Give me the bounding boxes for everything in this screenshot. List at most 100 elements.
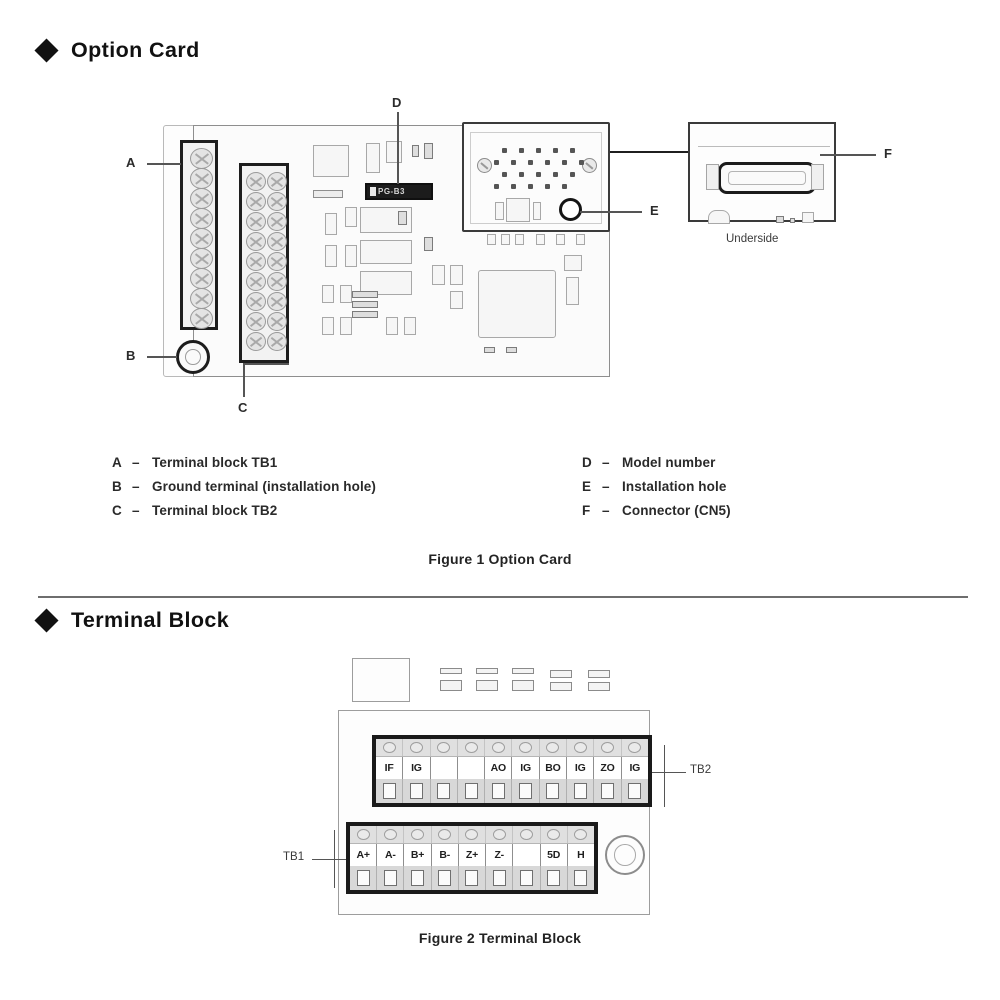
pcb-component xyxy=(340,317,352,335)
tb1-socket xyxy=(513,866,541,890)
pcb-component xyxy=(432,265,445,285)
leader-line-f-bus xyxy=(610,151,688,154)
pcb-component xyxy=(536,234,545,245)
legend-text: Installation hole xyxy=(622,479,727,494)
pcb-component xyxy=(360,240,412,264)
cn5-tab-left-icon xyxy=(706,164,719,190)
pcb-component xyxy=(404,317,416,335)
tb2-screw xyxy=(622,739,648,756)
pcb-component xyxy=(412,145,419,157)
enclosure-pad xyxy=(588,682,610,691)
tb1-terminal-label: H xyxy=(567,844,594,866)
legend-text: Model number xyxy=(622,455,716,470)
underside-component xyxy=(802,212,814,223)
ground-terminal-inner xyxy=(185,349,201,365)
pcb-component xyxy=(564,255,582,271)
pcb-component xyxy=(424,237,433,251)
section-heading-terminal-block: Terminal Block xyxy=(34,608,230,633)
tb1-screw xyxy=(513,826,541,843)
enclosure-pad xyxy=(476,680,498,691)
leader-line-tb2-vert xyxy=(664,745,666,807)
terminal-block-tb2-figure1 xyxy=(239,163,289,363)
callout-letter-a: A xyxy=(126,155,136,170)
tb2-label-row: IF IG AO IG BO IG ZO IG xyxy=(376,757,648,779)
tb1-terminal-label xyxy=(513,844,541,866)
tb1-screw xyxy=(459,826,487,843)
tb1-screw xyxy=(377,826,405,843)
tb1-terminal-label: A+ xyxy=(350,844,378,866)
tb2-terminal-label xyxy=(430,757,458,779)
diamond-bullet-icon xyxy=(34,608,59,633)
underside-view-module xyxy=(688,122,836,224)
callout-letter-d: D xyxy=(392,95,402,110)
pcb-ic-large xyxy=(478,270,556,338)
tb1-label-row: A+ A- B+ B- Z+ Z- 5D H xyxy=(350,844,594,866)
pcb-component xyxy=(386,317,398,335)
underside-component xyxy=(708,210,730,224)
tb1-socket xyxy=(377,866,405,890)
tb1-screw-row xyxy=(350,826,594,844)
figure-1-caption: Figure 1 Option Card xyxy=(428,551,572,567)
legend-row: E – Installation hole xyxy=(582,479,731,503)
pcb-component xyxy=(325,245,337,267)
pcb-component xyxy=(495,202,504,220)
enclosure-pad xyxy=(588,670,610,678)
tb1-screw xyxy=(568,826,594,843)
legend-dash: – xyxy=(602,503,610,518)
terminal-block-tb1-figure1 xyxy=(180,140,218,330)
pcb-component xyxy=(484,347,495,353)
enclosure-pad xyxy=(512,680,534,691)
leader-line-c-horiz xyxy=(243,363,289,365)
legend-dash: – xyxy=(132,503,140,518)
pcb-component xyxy=(313,145,349,177)
tb1-callout-label: TB1 xyxy=(283,851,305,863)
section-title: Terminal Block xyxy=(71,608,230,632)
legend-row: B – Ground terminal (installation hole) xyxy=(112,479,376,503)
tb1-socket xyxy=(459,866,487,890)
callout-letter-f: F xyxy=(884,146,892,161)
pcb-component xyxy=(533,202,541,220)
tb1-screw xyxy=(350,826,378,843)
callout-letter-e: E xyxy=(650,203,659,218)
legend-text: Terminal block TB2 xyxy=(152,503,278,518)
pcb-component xyxy=(556,234,565,245)
pcb-component xyxy=(398,211,407,225)
enclosure-pad xyxy=(512,668,534,674)
tb2-terminal-label: BO xyxy=(539,757,568,779)
tb2-socket xyxy=(431,779,458,803)
cn5-tab-right-icon xyxy=(811,164,824,190)
legend-dash: – xyxy=(602,479,610,494)
tb1-socket-row xyxy=(350,866,594,890)
tb1-socket xyxy=(486,866,514,890)
installation-hole-e xyxy=(559,198,582,221)
pcb-component xyxy=(424,143,433,159)
tb2-socket-row xyxy=(376,779,648,803)
cn5-slot xyxy=(728,171,806,185)
tb2-screw xyxy=(376,739,404,756)
legend-row: D – Model number xyxy=(582,455,731,479)
pcb-component xyxy=(366,143,380,173)
tb2-terminal-label: IG xyxy=(512,757,540,779)
pcb-component xyxy=(345,245,357,267)
leader-line-e xyxy=(580,211,642,213)
figure-1-legend-right: D – Model number E – Installation hole F… xyxy=(582,455,731,527)
tb1-terminal-label: B+ xyxy=(404,844,432,866)
enclosure-pad xyxy=(440,668,462,674)
tb2-screw xyxy=(540,739,568,756)
tb2-socket xyxy=(403,779,431,803)
tb2-socket xyxy=(458,779,486,803)
tb1-socket xyxy=(350,866,378,890)
tb1-screw xyxy=(486,826,514,843)
legend-text: Ground terminal (installation hole) xyxy=(152,479,377,494)
pcb-component xyxy=(322,317,334,335)
leader-line-b xyxy=(147,356,177,358)
pcb-component xyxy=(506,347,517,353)
connector-inner-frame xyxy=(470,132,602,224)
figure-1-option-card-drawing: PG-B3 xyxy=(0,95,1000,435)
pcb-component xyxy=(325,213,337,235)
tb1-socket xyxy=(404,866,432,890)
tb2-socket xyxy=(622,779,648,803)
tb1-terminal-label: Z- xyxy=(486,844,514,866)
tb1-screw xyxy=(432,826,459,843)
figure-2-terminal-block-drawing: IF IG AO IG BO IG ZO IG xyxy=(0,650,1000,930)
